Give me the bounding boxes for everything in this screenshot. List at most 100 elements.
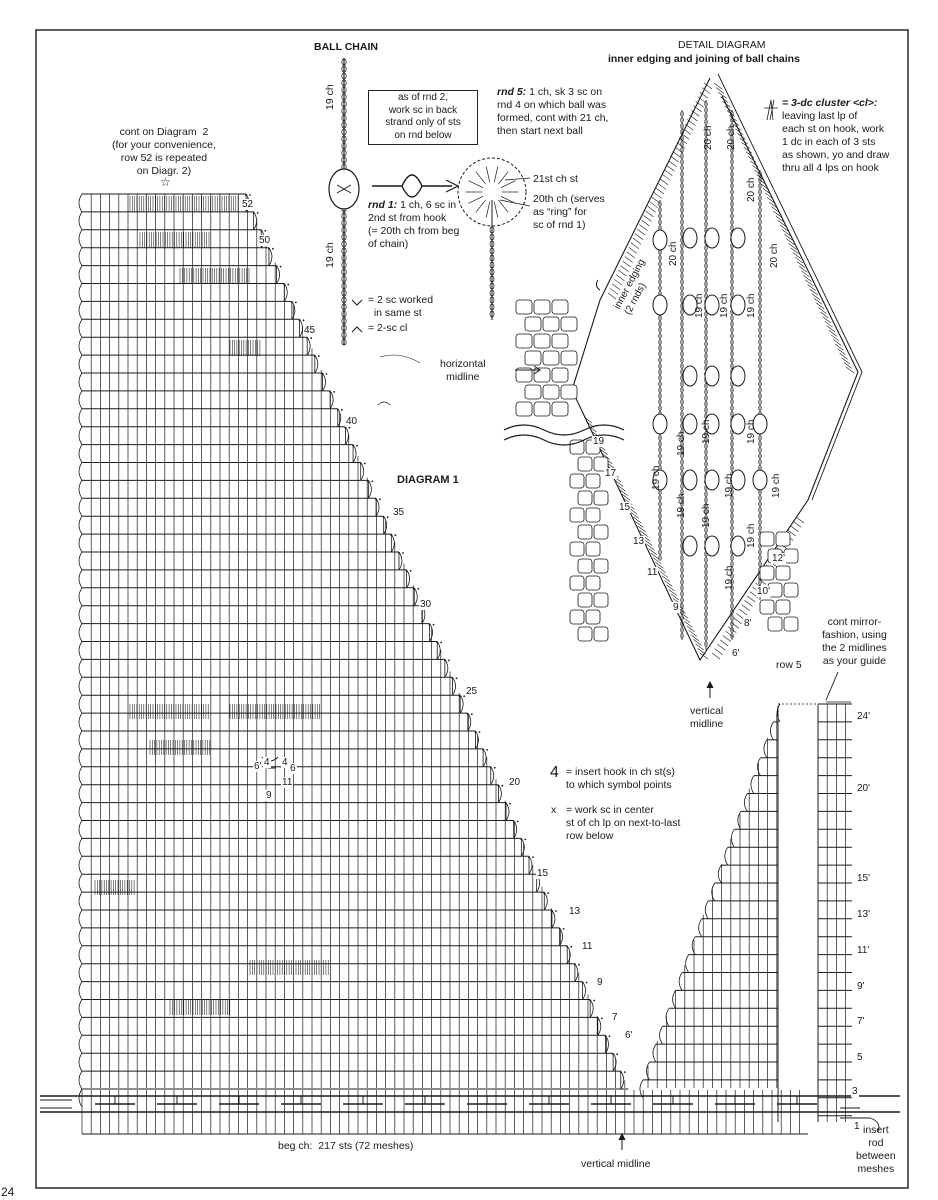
picot-dot [306,337,308,339]
inner-edging-stitch [808,285,816,291]
picot-dot [563,928,565,930]
picot-dot [490,767,492,769]
edging-brick [525,317,541,331]
stitch-mark: 4 [281,757,289,768]
row-edge [384,516,387,534]
chain-loop [79,570,82,588]
continue-note: cont on Diagram 2 (for your convenience,… [112,126,216,178]
picot-dot [303,319,305,321]
edging-brick [594,491,608,505]
row-number: 52 [241,199,254,210]
chain-loop [79,391,82,409]
inner-edging-stitch [584,417,592,423]
inner-edging-stitch [689,630,697,636]
picot-dot [543,892,545,894]
chain-count-label: 19 ch [700,504,713,528]
back-strand-note: as of rnd 2, work sc in back strand only… [368,90,478,145]
chain-loop [79,480,82,498]
edging-brick [578,491,592,505]
edging-brick [594,627,608,641]
picot-dot [379,498,381,500]
inner-edging-stitch [629,247,637,253]
picot-dot [574,964,576,966]
edging-brick [784,549,798,563]
two-sc-symbol [352,300,362,305]
picot-dot [413,588,415,590]
edging-brick [760,566,774,580]
picot-dot [352,445,354,447]
row-number: 25 [465,686,478,697]
ball-stitch [476,172,486,185]
picot-dot [417,588,419,590]
chain-loop [79,946,82,964]
chain-loop [79,874,82,892]
picot-dot [249,194,251,196]
detail-row-number: 19 [592,436,605,447]
inner-edging-stitch [664,580,672,586]
chain-loop [653,1044,656,1062]
ball-stitch [494,202,498,218]
picot-dot [337,409,339,411]
row-edge [529,856,532,874]
picot-dot [475,731,477,733]
sc-cl-symbol [352,327,362,332]
inner-edging-stitch [723,635,731,641]
inner-edging-stitch [667,585,675,591]
stitch-mark: 9 [265,790,273,801]
chain-loop [79,1089,82,1107]
chain-count-label: 19 ch [675,432,688,456]
edging-brick [552,300,568,314]
row-edge [445,659,448,677]
chain-loop [79,212,82,230]
row-edge [605,1035,608,1053]
chain-count-label: 20 ch [768,244,781,268]
ball-oval [653,295,667,315]
inner-edging-stitch [720,640,728,646]
edging-brick [784,583,798,597]
chain-count-label: 19 ch [718,294,731,318]
inner-edging-stitch [631,243,639,249]
edging-brick [586,576,600,590]
chain-loop [79,713,82,731]
ball-oval [731,228,745,248]
inner-edging-stitch [816,303,824,309]
chain-loop [705,901,708,919]
inner-edging-stitch [687,626,695,632]
inner-edging-stitch [654,193,662,199]
chain-loop [764,740,767,758]
stitch-mark: 6' [253,761,262,772]
picot-dot [436,642,438,644]
inner-edging-stitch [684,621,692,627]
chain-loop [79,624,82,642]
row-edge [269,248,272,266]
inner-edging-stitch [698,648,706,654]
edging-brick [586,474,600,488]
row-number: 9' [856,981,865,992]
edging-brick [543,351,559,365]
picot-dot [452,677,454,679]
leader-line [505,178,530,180]
inner-edging-stitch [723,101,731,107]
row-number: 40 [345,416,358,427]
edging-brick [586,508,600,522]
inner-edging-stitch [637,229,645,235]
chain-loop [699,919,702,937]
inner-edging-stitch [739,609,747,615]
picot-dot [349,427,351,429]
row-edge [391,534,394,552]
page-number: 24 [1,1186,14,1199]
inner-edging-stitch [833,340,841,346]
row-edge [407,570,410,588]
row-edge [322,373,325,391]
chain-loop [738,811,741,829]
edging-brick [586,610,600,624]
inner-edging-stitch [660,571,668,577]
ball-chain-bottom-label: 19 ch [324,242,337,268]
chain-loop [79,1053,82,1071]
picot-dot [322,373,324,375]
row-edge [254,212,257,230]
inner-edging-stitch [725,106,733,112]
edging-brick [578,593,592,607]
inner-edging-stitch [664,170,672,176]
chain-loop [79,1035,82,1053]
